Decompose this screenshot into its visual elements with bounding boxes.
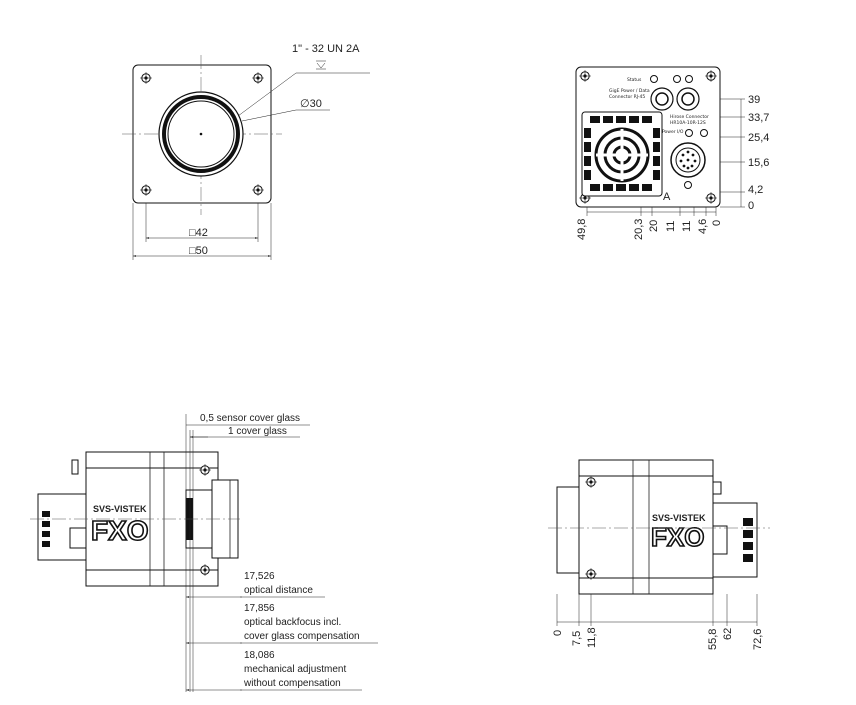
dim-50-label: □50 <box>189 245 208 257</box>
dim-72-6-label: 72,6 <box>752 629 764 650</box>
power-label: Power I/O <box>662 129 684 135</box>
status-led-icon <box>685 75 693 83</box>
status-led-icon <box>650 75 658 83</box>
optical-distance-label: optical distance <box>244 585 313 596</box>
brand-label-right: SVS-VISTEK <box>652 513 706 523</box>
io-label-2: HR10A-10R-12S <box>670 120 706 126</box>
dim-11-b-label: 11 <box>681 221 693 232</box>
dim-0-label: 0 <box>748 200 754 212</box>
optical-distance-value: 17,526 <box>244 571 275 582</box>
dim-33-7-label: 33,7 <box>748 112 769 124</box>
backfocus-label-1: optical backfocus incl. <box>244 617 341 628</box>
side-view-left: SVS-VISTEK FXO 0,5 sensor cover glass 1 … <box>30 413 378 692</box>
dim-49-8-label: 49,8 <box>576 219 588 240</box>
backfocus-label-2: cover glass compensation <box>244 631 360 642</box>
dim-39-label: 39 <box>748 94 760 106</box>
rear-view: Status GigE Power / Data Connector RJ-45… <box>575 66 769 240</box>
dim-15-6-label: 15,6 <box>748 157 769 169</box>
dim-20-label: 20 <box>648 220 660 232</box>
dim-11-label: 11 <box>665 221 677 232</box>
dim-11-8-label: 11,8 <box>586 627 598 648</box>
camera-housing-right <box>578 459 714 595</box>
backfocus-value: 17,856 <box>244 603 275 614</box>
front-view: 1" - 32 UN 2A ∅30 □42 □50 <box>122 43 370 260</box>
lens-mount-right <box>556 486 580 574</box>
data-connector-2 <box>676 87 700 111</box>
status-label: Status <box>627 77 642 83</box>
dim-0-bottom-label: 0 <box>711 220 723 226</box>
dim-25-4-label: 25,4 <box>748 132 769 144</box>
mechanical-adjustment-value: 18,086 <box>244 650 275 661</box>
dim-7-5-label: 7,5 <box>571 631 583 646</box>
diameter-label: ∅30 <box>300 98 322 110</box>
thread-spec-label: 1" - 32 UN 2A <box>292 43 360 55</box>
dim-4-2-label: 4,2 <box>748 184 763 196</box>
io-label-1: Hirose Connector <box>670 114 709 120</box>
side-view-right: SVS-VISTEK FXO 0 7,5 11,8 55,8 62 72,6 <box>548 459 770 650</box>
ethernet-label-2: Connector RJ-45 <box>609 94 645 100</box>
lens-mount-inner <box>167 100 235 168</box>
sensor-cover-glass-label: 0,5 sensor cover glass <box>200 413 300 424</box>
model-label-right: FXO <box>651 522 704 552</box>
cover-glass-label: 1 cover glass <box>228 426 287 437</box>
dim-20-3-label: 20,3 <box>633 219 645 240</box>
lens-mount-thread <box>162 95 240 173</box>
dim-42-label: □42 <box>189 227 208 239</box>
dim-4-6-label: 4,6 <box>697 219 709 234</box>
dim-55-8-label: 55,8 <box>707 629 719 650</box>
section-a-label: A <box>663 191 671 203</box>
mechanical-adjustment-label-2: without compensation <box>243 678 341 689</box>
dim-62-label: 62 <box>722 628 734 640</box>
model-label: FXO <box>91 515 149 546</box>
status-led-icon <box>673 75 681 83</box>
brand-label: SVS-VISTEK <box>93 504 147 514</box>
dim-0-right-label: 0 <box>552 630 564 636</box>
heatsink-fins <box>581 111 663 197</box>
data-connector-1 <box>650 87 674 111</box>
mechanical-adjustment-label-1: mechanical adjustment <box>244 664 346 675</box>
ethernet-label-1: GigE Power / Data <box>609 88 650 94</box>
